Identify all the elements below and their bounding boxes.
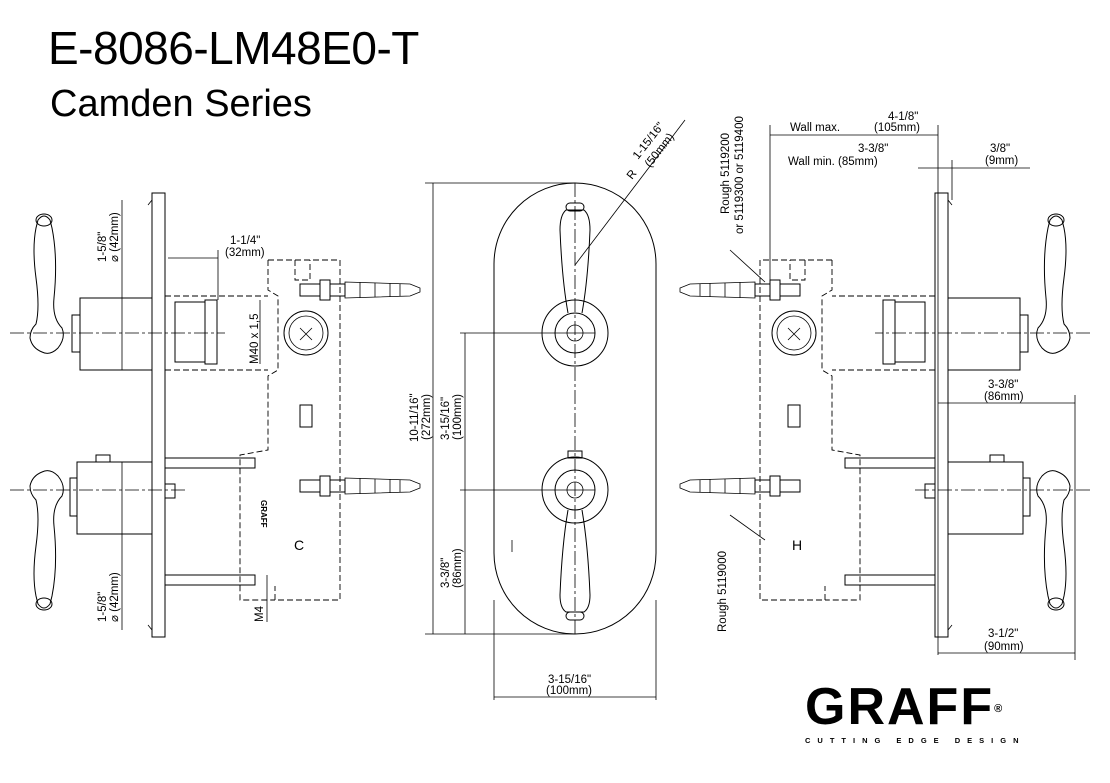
model-number: E-8086-LM48E0-T	[48, 22, 419, 74]
projection-top-imperial: 3-3/8"	[988, 379, 1018, 391]
thread-label: M40 x 1,5	[249, 314, 261, 365]
rough-bottom: Rough 5119000	[717, 551, 729, 632]
width-imperial: 3-15/16"	[548, 674, 591, 686]
radius-prefix: R	[625, 168, 640, 182]
depth-imperial: 1-1/4"	[230, 235, 260, 247]
width-metric: (100mm)	[546, 685, 592, 697]
registered-mark: ®	[994, 703, 1005, 715]
rough-top-line1: Rough 5119200	[720, 133, 732, 214]
front-view	[425, 119, 686, 700]
left-side-view	[10, 193, 420, 637]
plate-imperial: 3/8"	[990, 143, 1010, 155]
spacing-metric: (100mm)	[452, 394, 464, 440]
body-mark: GRAFF	[259, 500, 268, 528]
height-imperial: 10-11/16"	[409, 393, 421, 442]
right-body-letter: H	[792, 537, 802, 553]
wall-min-label: Wall min. (85mm)	[788, 156, 878, 168]
height-metric: (272mm)	[421, 394, 433, 440]
trim-dia-top-metric: ⌀ (42mm)	[109, 212, 121, 262]
brand-tagline: CUTTING EDGE DESIGN	[805, 736, 1026, 745]
wall-max-metric: (105mm)	[874, 122, 920, 134]
trim-dia-bottom-imperial: 1-5/8"	[97, 592, 109, 622]
graff-logo: GRAFF® CUTTING EDGE DESIGN	[805, 681, 1055, 745]
spacing-imperial: 3-15/16"	[440, 397, 452, 440]
lower-offset-metric: (86mm)	[452, 548, 464, 588]
projection-top-metric: (86mm)	[984, 391, 1024, 403]
trim-dia-bottom-metric: ⌀ (42mm)	[109, 572, 121, 622]
trim-dia-top-imperial: 1-5/8"	[97, 232, 109, 262]
screw-label: M4	[254, 605, 266, 622]
plate-metric: (9mm)	[985, 155, 1018, 167]
rough-top-line2: or 5119300 or 5119400	[734, 116, 746, 234]
wall-min-imperial: 3-3/8"	[858, 143, 888, 155]
projection-bottom-imperial: 3-1/2"	[988, 628, 1018, 640]
series-name: Camden Series	[50, 83, 312, 125]
body-letter: C	[294, 537, 304, 553]
left-dimensions	[121, 200, 268, 630]
right-dimensions	[729, 125, 1076, 660]
brand-name: GRAFF	[805, 678, 995, 736]
projection-bottom-metric: (90mm)	[984, 641, 1024, 653]
wall-max-label: Wall max.	[790, 122, 840, 134]
depth-metric: (32mm)	[225, 247, 265, 259]
wall-max-imperial: 4-1/8"	[888, 111, 918, 123]
right-side-view	[680, 193, 1090, 637]
lower-offset-imperial: 3-3/8"	[440, 558, 452, 588]
